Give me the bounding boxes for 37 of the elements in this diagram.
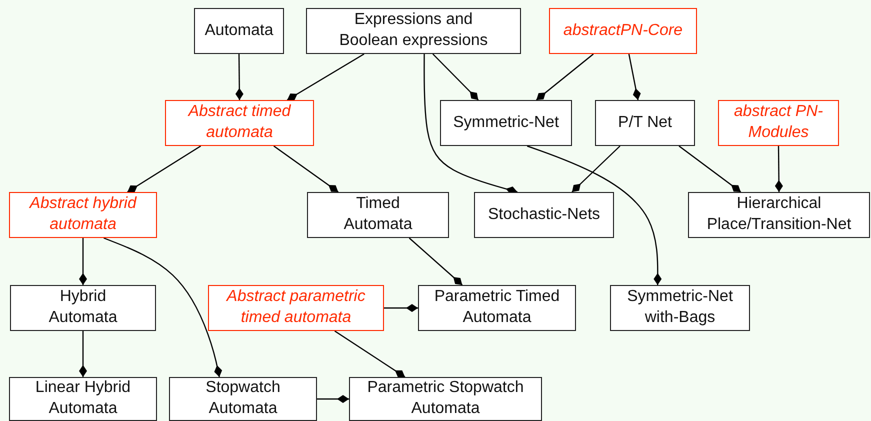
abstract-class-box: Abstract parametric timed automata [208,285,384,331]
class-box: Stochastic-Nets [474,192,614,238]
class-box: Linear Hybrid Automata [9,377,157,421]
connector [317,395,349,403]
class-box: Automata [194,8,284,54]
class-box: Stopwatch Automata [169,377,317,421]
class-box: P/T Net [595,100,695,146]
class-box: Hierarchical Place/Transition-Net [688,192,870,238]
abstract-class-box: abstract PN-Modules [718,100,839,146]
connector [678,146,742,192]
class-box: Parametric Timed Automata [418,285,576,331]
connector [408,238,463,286]
class-box: Symmetric-Net [440,100,572,146]
connector [334,330,406,378]
connector [235,54,244,100]
class-box: Hybrid Automata [10,285,156,331]
class-box: Timed Automata [307,192,449,238]
connector [79,331,87,377]
connector [424,54,518,194]
connector [628,54,641,100]
abstract-class-box: Abstract timed automata [165,100,314,146]
class-box: Symmetric-Net with-Bags [610,285,750,331]
connector [79,238,87,285]
connector [286,53,364,101]
connector [432,54,479,100]
class-box: Expressions and Boolean expressions [306,8,521,54]
connector [273,146,339,192]
connector [774,146,783,192]
abstract-class-box: Abstract hybrid automata [9,192,157,238]
connector [536,54,594,100]
abstract-class-box: abstractPN-Core [549,8,697,54]
class-box: Parametric Stopwatch Automata [349,377,542,421]
connector [572,146,620,192]
connector [104,237,222,378]
connector [526,145,662,285]
connector [384,304,418,312]
connector [127,146,202,192]
